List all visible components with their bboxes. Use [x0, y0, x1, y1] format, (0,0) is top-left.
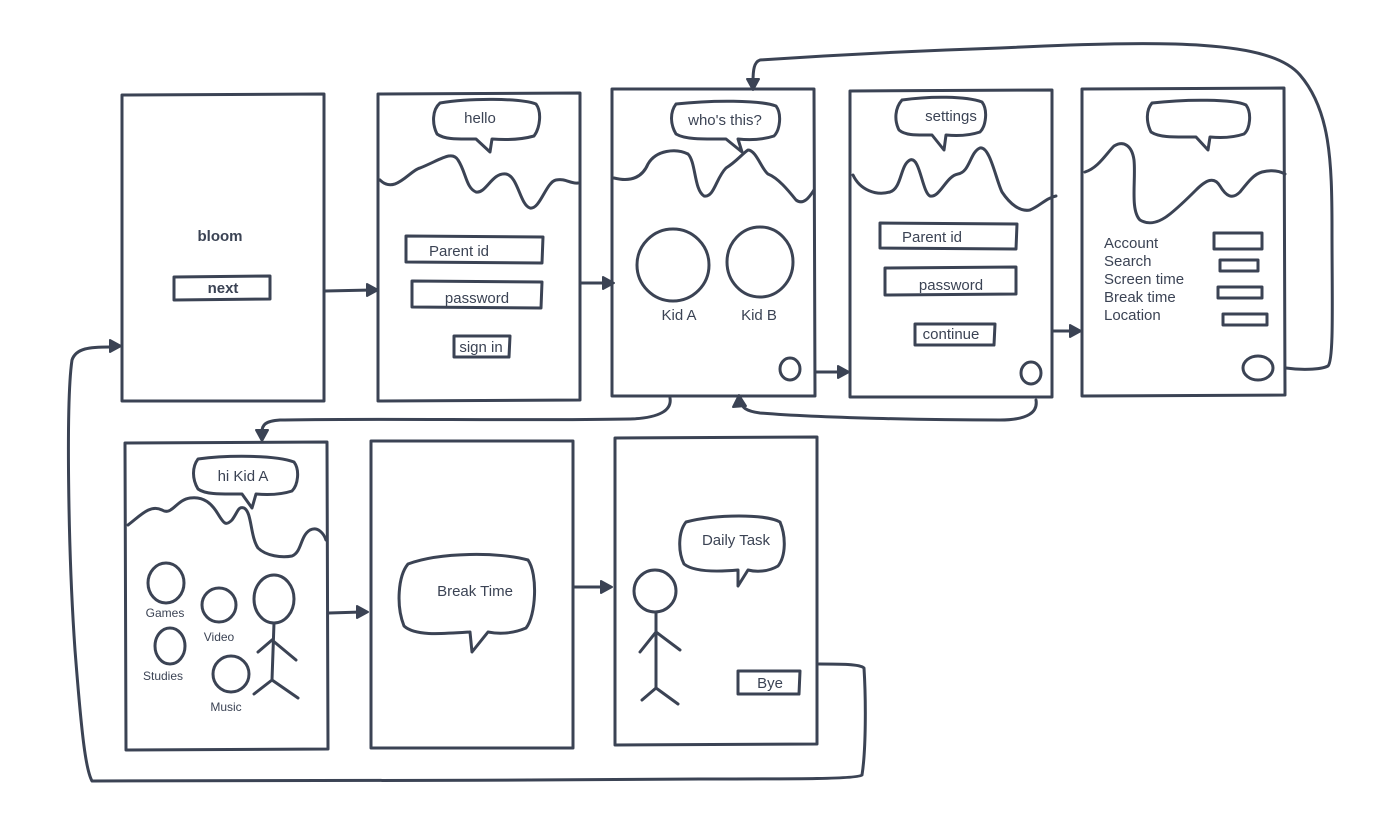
settings-value-fields [1214, 233, 1267, 325]
kid-a-avatar [637, 229, 709, 301]
arrowhead-icon [367, 284, 378, 296]
screen-settings-login: settings Parent id password continue [850, 90, 1056, 397]
next-button[interactable]: next [174, 276, 270, 300]
arrow-profiles-to-kid-home [262, 398, 670, 432]
location-value-field[interactable] [1223, 314, 1267, 325]
bubble-greeting: hello [464, 110, 496, 127]
password-field[interactable]: password [412, 281, 542, 308]
password-label: password [445, 290, 509, 307]
parent-id-field[interactable]: Parent id [880, 223, 1017, 249]
password-label: password [919, 277, 983, 294]
kid-b-profile[interactable]: Kid B [727, 227, 793, 324]
games-icon [148, 563, 184, 603]
wavy-header-line [853, 148, 1056, 210]
kid-a-label: Kid A [661, 307, 696, 324]
stick-figure-icon [634, 570, 680, 704]
screen-splash: bloom next [122, 94, 324, 401]
bubble-question: who's this? [687, 112, 762, 129]
games-tile[interactable]: Games [146, 563, 185, 620]
continue-label: continue [923, 326, 980, 343]
studies-label: Studies [143, 669, 183, 683]
parent-id-field[interactable]: Parent id [406, 236, 543, 263]
account-value-field[interactable] [1214, 233, 1262, 249]
wavy-header-line [128, 498, 326, 557]
arrowhead-icon [1070, 325, 1081, 337]
music-icon [213, 656, 249, 692]
video-icon [202, 588, 236, 622]
screen-time-value-field[interactable] [1218, 287, 1262, 298]
arrowhead-icon [357, 606, 368, 618]
arrow-menu-back-to-profiles [753, 44, 1332, 370]
continue-button[interactable]: continue [915, 324, 995, 345]
next-button-label: next [208, 280, 239, 297]
bubble-settings: settings [925, 108, 977, 125]
back-circle-button[interactable] [1021, 362, 1041, 384]
wavy-header-line [1085, 144, 1285, 223]
bubble-break-time: Break Time [437, 583, 513, 600]
password-field[interactable]: password [885, 267, 1016, 295]
studies-icon [155, 628, 185, 664]
stick-figure-icon [254, 575, 298, 698]
arrow-settings-back-to-profiles [741, 400, 1036, 420]
arrow-splash-to-login [325, 290, 372, 291]
wavy-header-line [380, 156, 578, 208]
screen-profiles: who's this? Kid A Kid B [612, 89, 815, 396]
kid-b-avatar [727, 227, 793, 297]
screen-daily-task: Daily Task Bye [615, 437, 817, 745]
music-label: Music [210, 700, 241, 714]
settings-menu-list: Account Search Screen time Break time Lo… [1104, 235, 1184, 324]
screen-login: hello Parent id password sign in [378, 93, 580, 401]
speech-bubble [1147, 100, 1249, 150]
bubble-hi-kid: hi Kid A [218, 468, 269, 485]
studies-tile[interactable]: Studies [143, 628, 185, 683]
speech-bubble [399, 554, 535, 652]
bubble-daily-task: Daily Task [702, 532, 771, 549]
menu-item-search[interactable]: Search [1104, 253, 1152, 270]
kid-b-label: Kid B [741, 307, 777, 324]
kid-a-profile[interactable]: Kid A [637, 229, 709, 324]
menu-item-break-time[interactable]: Break time [1104, 289, 1176, 306]
games-label: Games [146, 606, 185, 620]
music-tile[interactable]: Music [210, 656, 249, 714]
connectors [68, 44, 1332, 782]
sign-in-label: sign in [459, 339, 502, 356]
video-tile[interactable]: Video [202, 588, 236, 644]
back-circle-button[interactable] [1243, 356, 1273, 380]
menu-item-screen-time[interactable]: Screen time [1104, 271, 1184, 288]
screen-settings-menu: Account Search Screen time Break time Lo… [1082, 88, 1285, 396]
bye-label: Bye [757, 675, 783, 692]
bye-button[interactable]: Bye [738, 671, 800, 694]
app-title: bloom [198, 228, 243, 245]
arrowhead-icon [256, 430, 268, 441]
menu-item-location[interactable]: Location [1104, 307, 1161, 324]
screen-break-time: Break Time [371, 441, 573, 748]
parent-id-label: Parent id [429, 243, 489, 260]
screen-kid-home: hi Kid A Games Video Studies Music [125, 442, 328, 750]
search-value-field[interactable] [1220, 260, 1258, 271]
screen-frame [122, 94, 324, 401]
arrowhead-icon [601, 581, 612, 593]
video-label: Video [204, 630, 235, 644]
wavy-header-line [614, 150, 814, 202]
arrowhead-icon [838, 366, 849, 378]
speech-bubble [680, 516, 785, 586]
sign-in-button[interactable]: sign in [454, 336, 510, 357]
parent-id-label: Parent id [902, 229, 962, 246]
settings-circle-button[interactable] [780, 358, 800, 380]
menu-item-account[interactable]: Account [1104, 235, 1159, 252]
arrowhead-icon [110, 340, 121, 352]
